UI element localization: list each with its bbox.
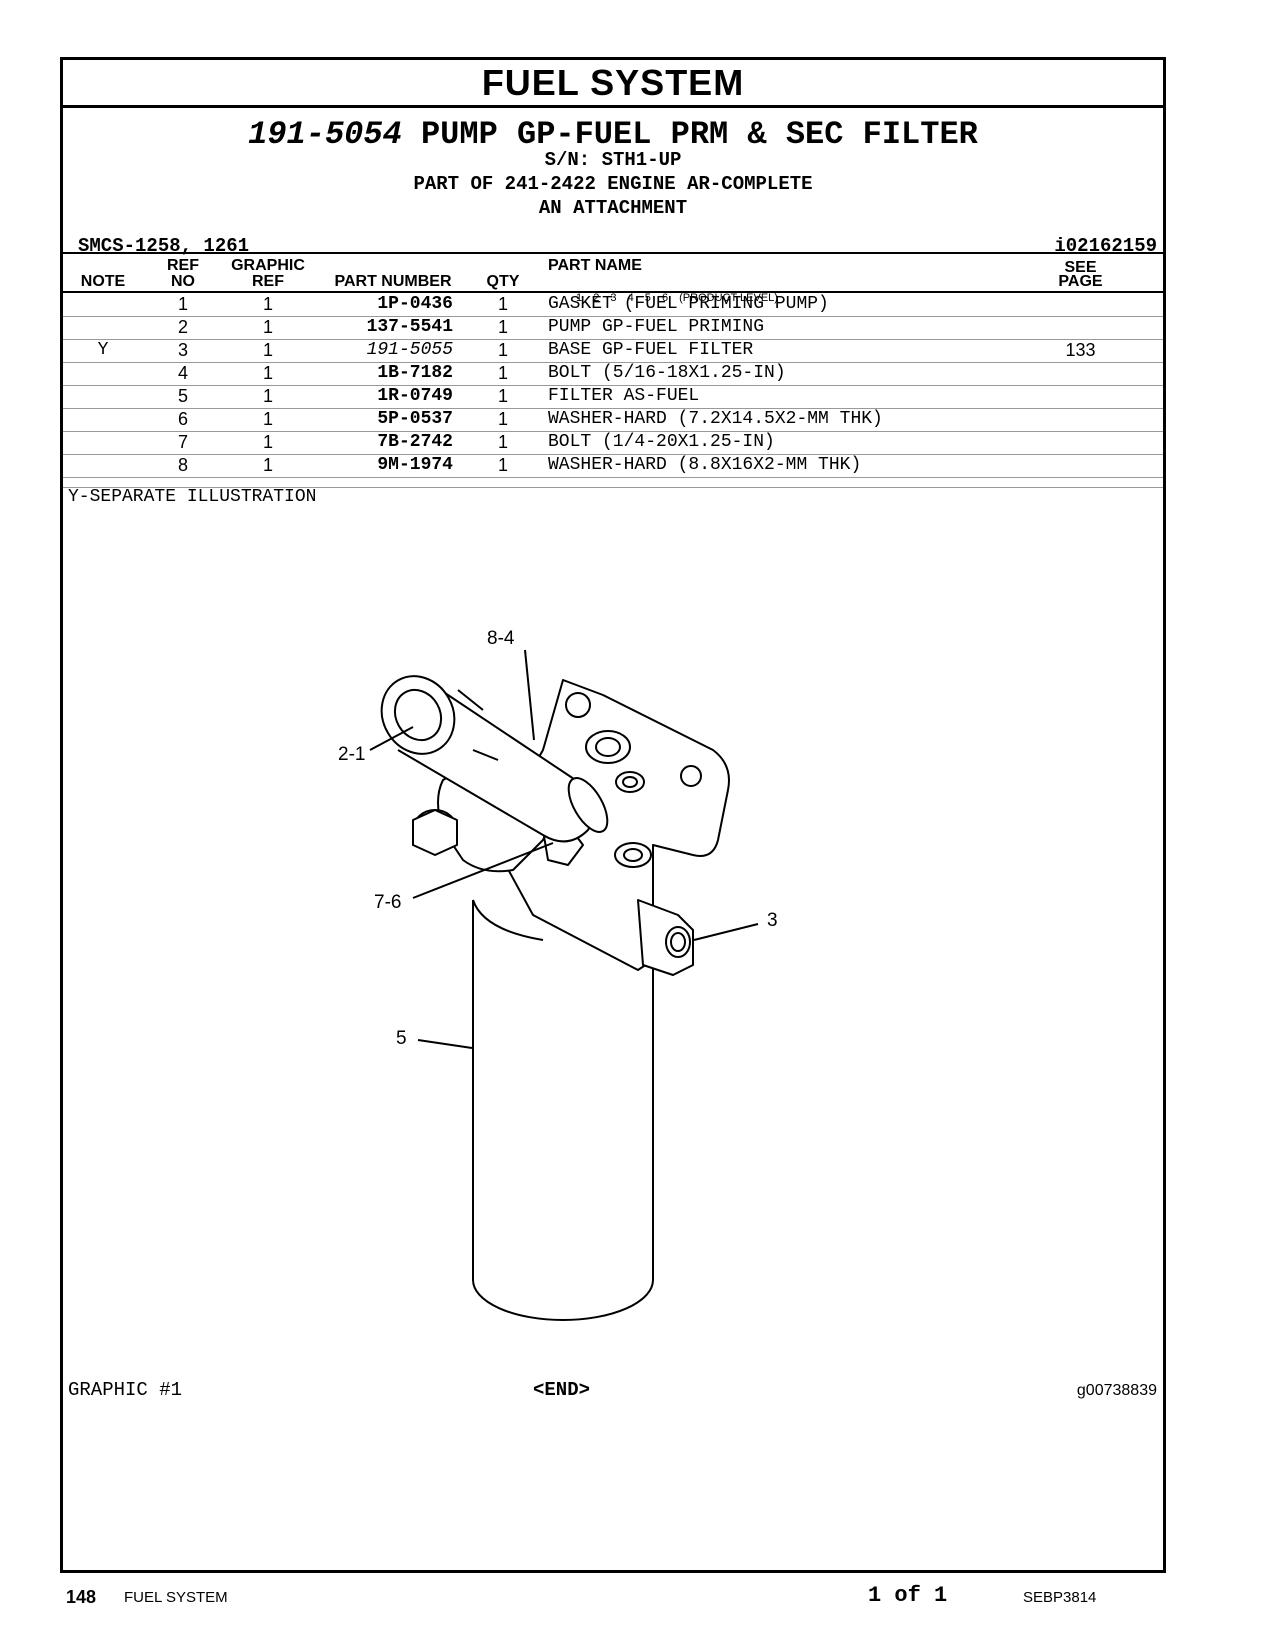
part-number-cell: 1P-0436 [377,294,453,314]
table-row: 4 1 1B-7182 1 BOLT (5/16-18X1.25-IN) [63,362,1163,386]
level-1: 1 [576,292,583,304]
table-row: 7 1 7B-2742 1 BOLT (1/4-20X1.25-IN) [63,431,1163,455]
qty-cell: 1 [497,432,508,452]
qty-cell: 1 [497,386,508,406]
table-row: 8 1 9M-1974 1 WASHER-HARD (8.8X16X2-MM THK) [63,454,1163,478]
col-note-header: NOTE [80,273,126,290]
graphic-ref-cell: 1 [262,340,273,360]
page-of: 1 of 1 [868,1583,948,1608]
note-cell: Y [97,340,109,360]
page-number: 148 [66,1587,97,1607]
col-part-name-header: PART NAME [548,257,642,274]
qty-cell: 1 [497,340,508,360]
graphic-ref-cell: 1 [262,455,273,475]
filter-canister [472,899,654,1321]
group-part-number: 191-5054 [248,116,402,153]
part-name-cell: GASKET (FUEL PRIMING PUMP) [548,294,829,314]
ref-no-cell: 6 [177,409,188,429]
part-number-cell: 7B-2742 [377,432,453,452]
callout-2-1: 2-1 [338,744,365,765]
footnote: Y-SEPARATE ILLUSTRATION [68,487,317,507]
col-ref-header-top: REF [167,257,199,274]
info-id: i02162159 [1054,235,1157,257]
level-6: 6 [661,292,669,304]
qty-cell: 1 [497,317,508,337]
graphic-ref-cell: 1 [262,432,273,452]
part-number-cell: 9M-1974 [377,455,453,475]
graphic-ref-cell: 1 [262,363,273,383]
col-see-header-bottom: PAGE [1058,273,1103,290]
table-header-rule [63,291,1163,293]
ref-no-cell: 8 [177,455,188,475]
col-ref-header-bottom: NO [171,273,195,290]
filter-base [502,679,730,976]
attachment-line: AN ATTACHMENT [538,197,688,219]
table-row: 6 1 5P-0537 1 WASHER-HARD (7.2X14.5X2-MM THK… [63,408,1163,432]
level-4: 4 [627,292,634,304]
part-name-cell: BASE GP-FUEL FILTER [548,340,754,360]
graphic-ref-cell: 1 [262,294,273,314]
smcs-code: SMCS-1258, 1261 [78,235,250,257]
col-qty-header: QTY [486,273,520,290]
part-name-cell: BOLT (5/16-18X1.25-IN) [548,363,786,383]
qty-cell: 1 [497,455,508,475]
part-name-cell: FILTER AS-FUEL [548,386,700,406]
product-levels: 1 2 3 4 5 6 (PRODUCT LEVEL) [576,291,786,305]
callout-7-6: 7-6 [374,892,401,913]
callout-8-4: 8-4 [487,628,515,649]
level-2: 2 [593,292,600,304]
qty-cell: 1 [497,294,508,314]
callout-3: 3 [767,910,778,931]
callout-5: 5 [396,1028,407,1049]
end-marker: <END> [533,1379,591,1401]
col-gref-header-bottom: REF [252,273,284,290]
footnote-rule [63,487,1163,488]
group-title: 191-5054 PUMP GP-FUEL PRM & SEC FILTER [63,115,1163,155]
col-part-number-header: PART NUMBER [334,273,452,290]
graphic-id: g00738839 [1076,1382,1157,1399]
level-label: (PRODUCT LEVEL) [679,292,778,304]
group-name: PUMP GP-FUEL PRM & SEC FILTER [420,116,978,153]
col-see-header-top: SEE [1064,259,1097,276]
ref-no-cell: 2 [177,317,188,337]
part-name-cell: WASHER-HARD (8.8X16X2-MM THK) [548,455,862,475]
ref-no-cell: 3 [177,340,188,360]
level-5: 5 [644,292,651,304]
ref-no-cell: 7 [177,432,188,452]
parts-illustration: 8-4 2-1 7-6 3 5 [338,628,778,1321]
priming-pump [380,675,609,843]
document-number: SEBP3814 [1023,1589,1097,1606]
graphic-ref-cell: 1 [262,386,273,406]
part-number-cell: 1B-7182 [377,363,453,383]
graphic-ref-cell: 1 [262,409,273,429]
serial-number: S/N: STH1-UP [544,149,682,171]
table-row: 5 1 1R-0749 1 FILTER AS-FUEL [63,385,1163,409]
table-row: Y 3 1 191-5055 1 BASE GP-FUEL FILTER 133 [63,339,1163,363]
section-title: FUEL SYSTEM [63,60,1163,108]
page-frame: FUEL SYSTEM 191-5054 PUMP GP-FUEL PRM & … [60,57,1166,1573]
table-row: 2 1 137-5541 1 PUMP GP-FUEL PRIMING [63,316,1163,340]
ref-no-cell: 5 [177,386,188,406]
graphic-label: GRAPHIC #1 [68,1379,183,1401]
see-page-cell: 133 [1065,340,1096,360]
ref-no-cell: 1 [177,294,188,314]
header-rule [63,252,1163,254]
part-name-cell: BOLT (1/4-20X1.25-IN) [548,432,775,452]
part-of-line: PART OF 241-2422 ENGINE AR-COMPLETE [413,173,813,195]
part-name-cell: PUMP GP-FUEL PRIMING [548,317,765,337]
footer-section: FUEL SYSTEM [124,1589,228,1606]
col-gref-header-top: GRAPHIC [231,257,305,274]
callout-leaders [369,649,759,1049]
part-name-cell: WASHER-HARD (7.2X14.5X2-MM THK) [548,409,883,429]
ref-no-cell: 4 [177,363,188,383]
part-number-cell: 137-5541 [366,317,453,337]
part-number-cell: 1R-0749 [377,386,453,406]
level-3: 3 [610,292,617,304]
part-number-cell: 191-5055 [366,340,453,360]
graphic-ref-cell: 1 [262,317,273,337]
part-number-cell: 5P-0537 [377,409,453,429]
qty-cell: 1 [497,363,508,383]
qty-cell: 1 [497,409,508,429]
